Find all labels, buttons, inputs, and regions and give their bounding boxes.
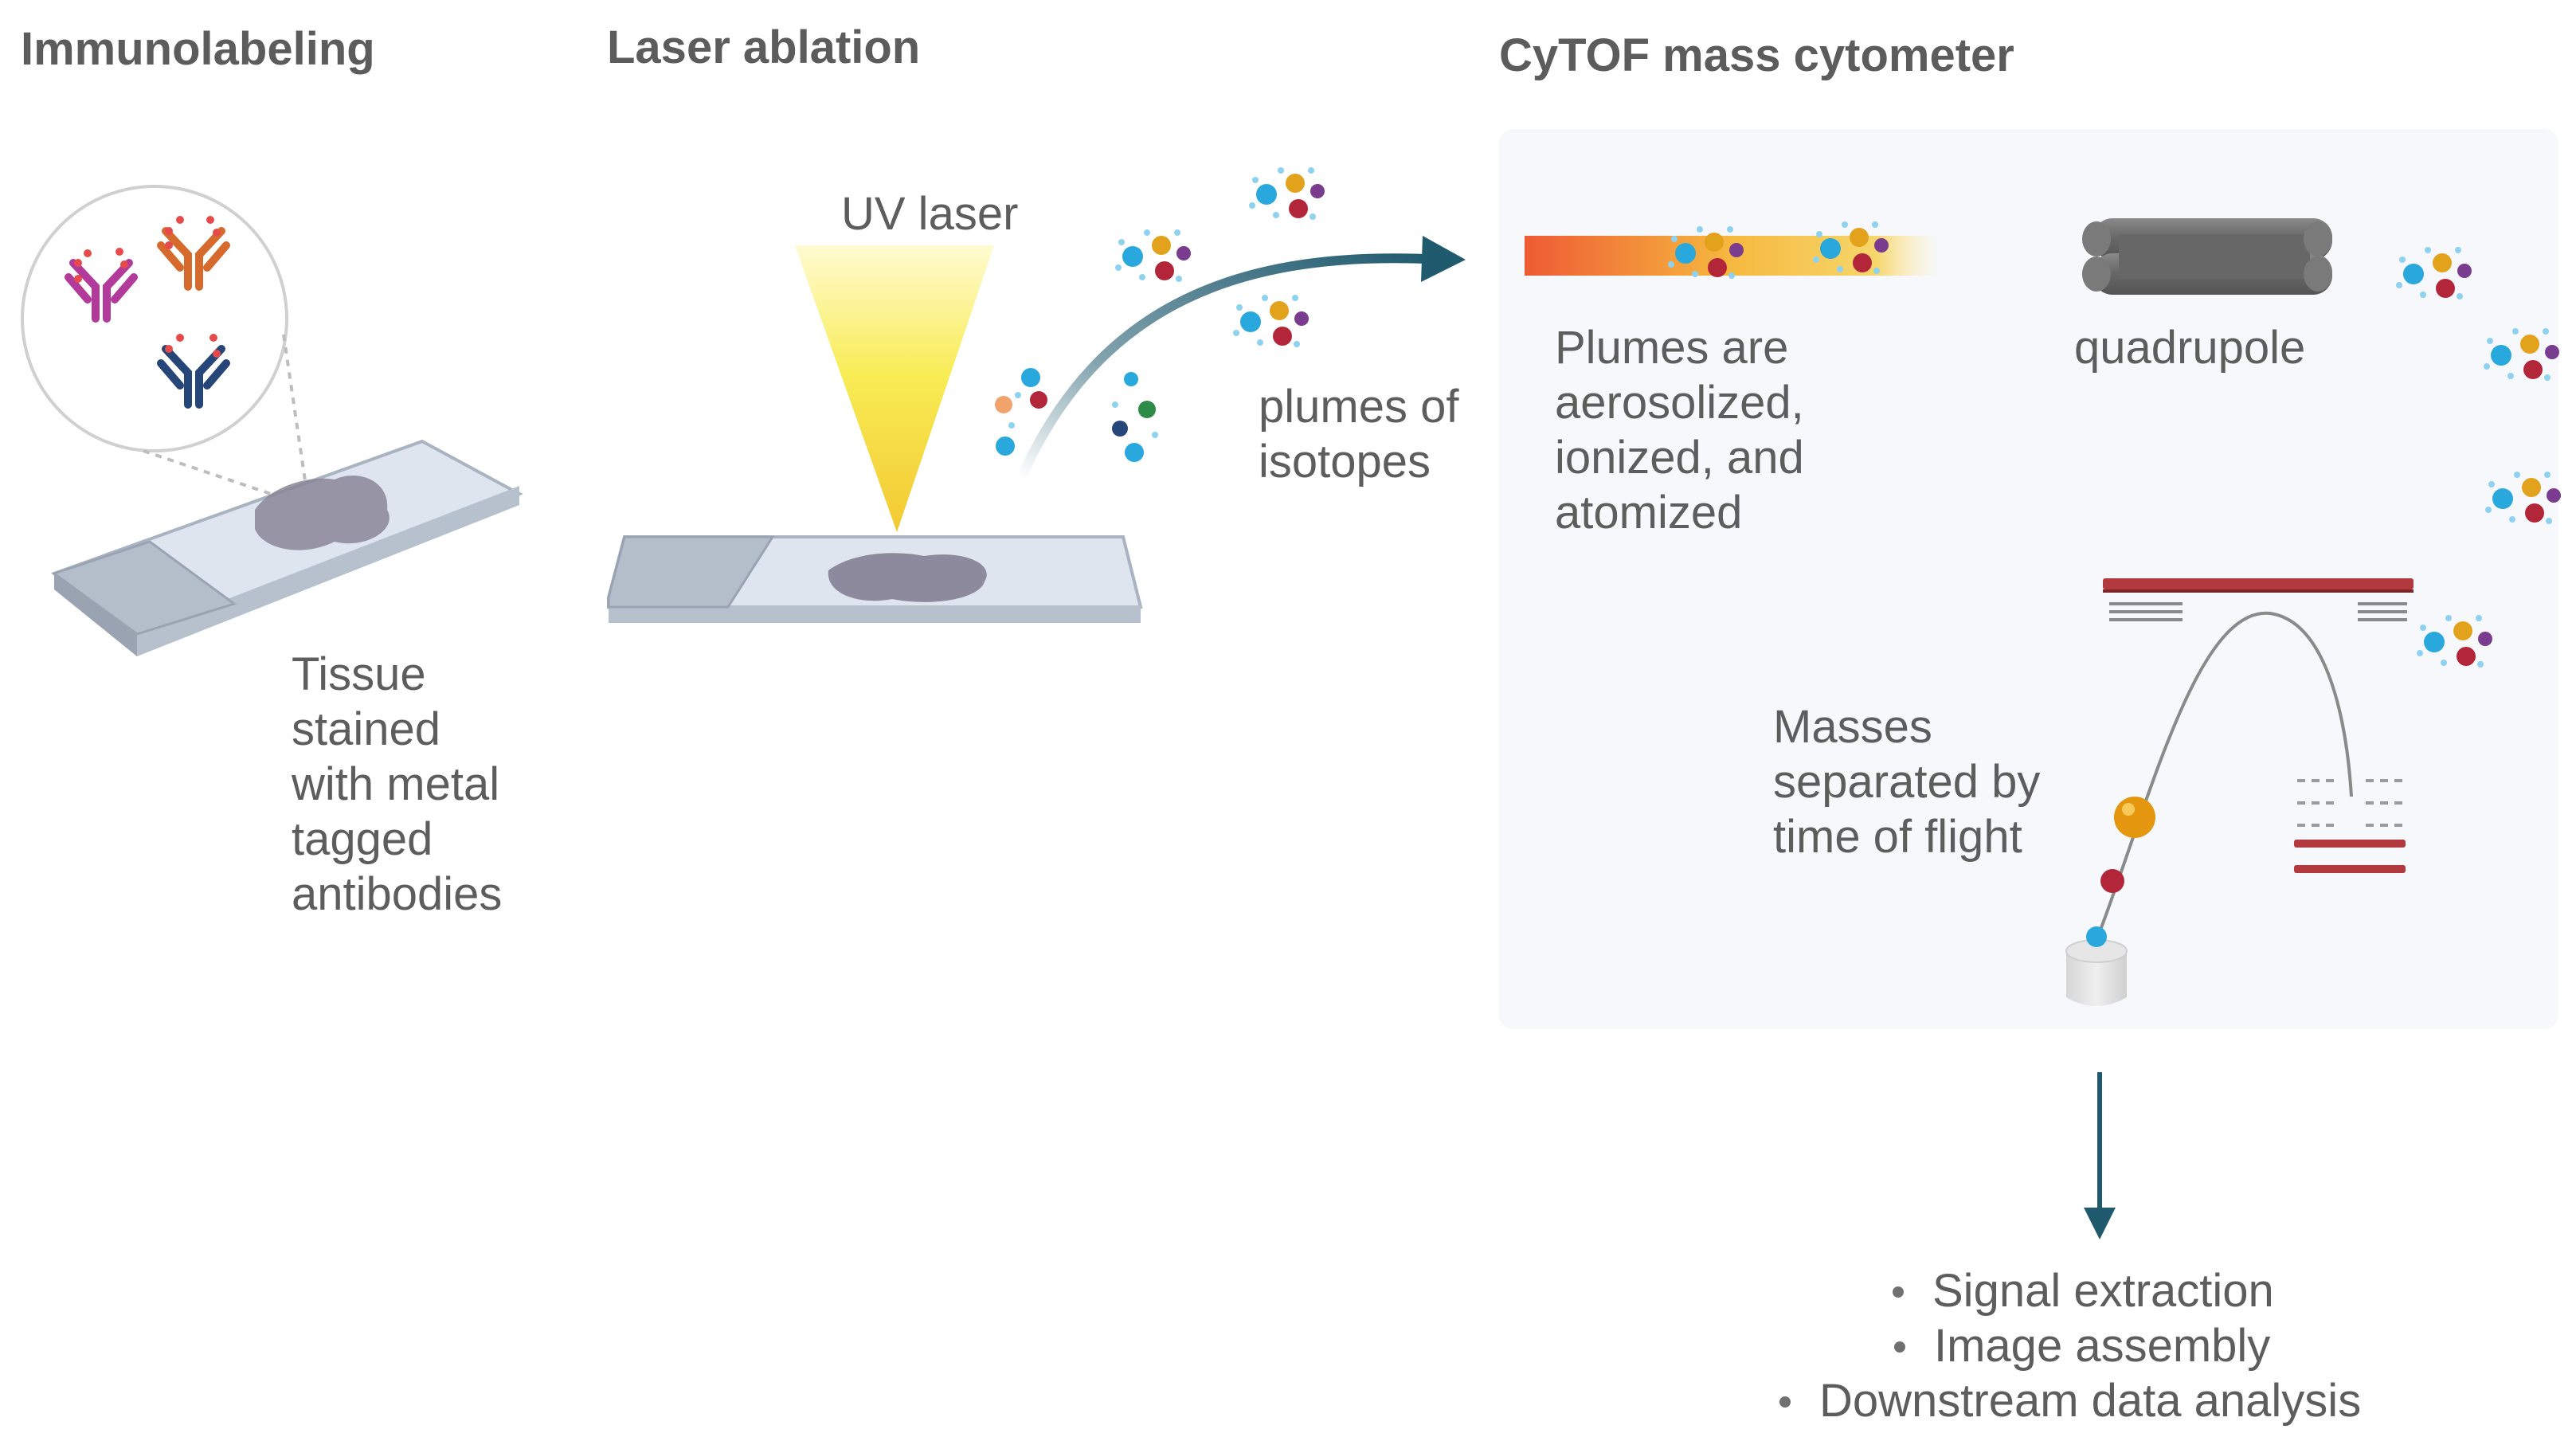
label-masses: Masses separated by time of flight [1773, 699, 2040, 864]
label-quadrupole: quadrupole [2074, 322, 2306, 374]
label-uv-laser: UV laser [841, 188, 1019, 240]
label-masses-line: Masses [1773, 701, 1932, 753]
label-plumes-process: Plumes are aerosolized, ionized, and ato… [1555, 320, 1804, 540]
label-tissue-line: antibodies [292, 868, 503, 920]
output-steps-list: Downstream data analysis [1770, 1373, 2361, 1428]
output-steps-list: Image assembly [1885, 1318, 2270, 1373]
label-tissue-line: Tissue [292, 648, 426, 700]
label-process-line: ionized, and [1555, 432, 1804, 484]
label-masses-line: time of flight [1773, 811, 2022, 863]
label-plumes-line: plumes of [1259, 381, 1459, 433]
label-process-line: aerosolized, [1555, 377, 1804, 429]
label-tissue-line: tagged [292, 813, 433, 865]
label-tissue-line: stained [292, 703, 441, 755]
label-tissue: Tissue stained with metal tagged antibod… [292, 647, 502, 922]
output-step: Image assembly [1885, 1318, 2270, 1373]
label-masses-line: separated by [1773, 756, 2041, 808]
label-process-line: atomized [1555, 487, 1743, 538]
label-plumes-of-isotopes: plumes of isotopes [1259, 379, 1458, 489]
heading-cytof: CyTOF mass cytometer [1499, 29, 2014, 81]
output-steps-list: Signal extraction [1883, 1263, 2274, 1318]
output-step: Downstream data analysis [1770, 1373, 2361, 1428]
label-process-line: Plumes are [1555, 322, 1789, 374]
label-tissue-line: with metal [292, 758, 500, 810]
heading-immunolabeling: Immunolabeling [21, 23, 375, 75]
label-plumes-line: isotopes [1259, 436, 1431, 487]
heading-laser-ablation: Laser ablation [607, 22, 921, 73]
output-step: Signal extraction [1883, 1263, 2274, 1318]
